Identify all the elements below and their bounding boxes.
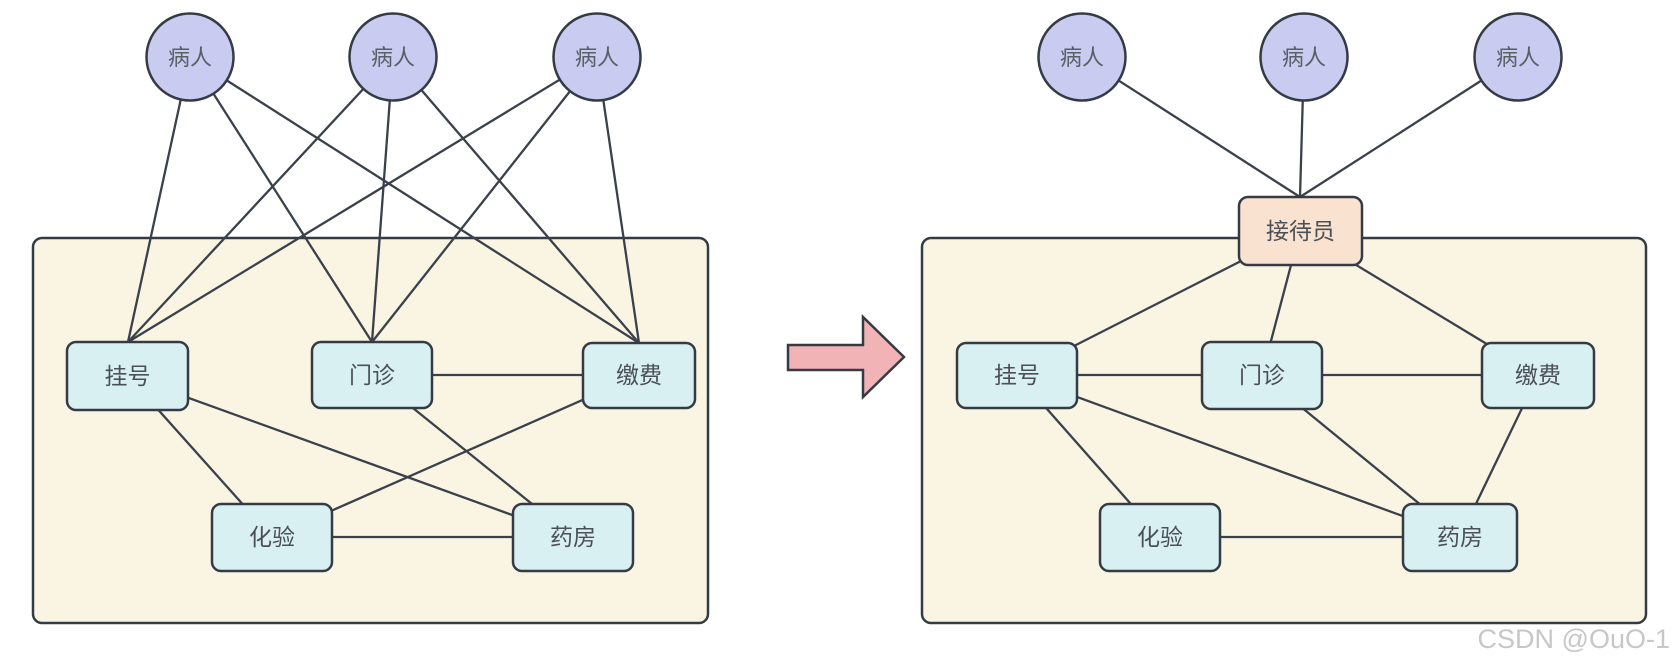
receptionist-box	[1237, 195, 1364, 267]
left-node-outpatient: 门诊	[310, 340, 434, 410]
payment-box	[581, 341, 697, 410]
edge-line	[189, 56, 640, 344]
patient-label: 病人	[168, 46, 212, 71]
edge-line	[189, 56, 373, 343]
pharmacy-box	[1401, 502, 1519, 573]
edge-line	[370, 56, 395, 343]
left-node-registration: 挂号	[65, 340, 190, 412]
patient-circle	[1037, 12, 1127, 102]
patient-label: 病人	[1060, 46, 1104, 71]
edge-line	[371, 56, 598, 343]
edge-line	[271, 373, 640, 539]
receptionist-label: 接待员	[1266, 219, 1335, 245]
left-patient-edges	[126, 56, 641, 344]
patient-circle	[145, 12, 235, 102]
payment-box	[1480, 341, 1596, 410]
lab-label: 化验	[249, 525, 295, 551]
outpatient-label: 门诊	[349, 363, 395, 389]
registration-label: 挂号	[994, 363, 1040, 389]
right-node-receptionist: 接待员	[1237, 195, 1364, 267]
outpatient-label: 门诊	[1239, 363, 1285, 389]
right-node-payment: 缴费	[1480, 341, 1596, 410]
patient-circle	[1473, 12, 1563, 102]
left-patient-3: 病人	[552, 12, 642, 102]
right-node-pharmacy: 药房	[1401, 502, 1519, 573]
edge-line	[127, 56, 598, 343]
edge-line	[127, 56, 394, 343]
patient-label: 病人	[371, 46, 415, 71]
patient-circle	[348, 12, 438, 102]
lab-box	[1098, 502, 1222, 573]
lab-box	[210, 502, 334, 573]
left-node-payment: 缴费	[581, 341, 697, 410]
registration-box	[65, 340, 190, 412]
pharmacy-label: 药房	[550, 525, 596, 551]
outpatient-box	[310, 340, 434, 410]
left-node-pharmacy: 药房	[511, 502, 635, 573]
right-patient-2: 病人	[1259, 12, 1349, 102]
left-patient-1: 病人	[145, 12, 235, 102]
pharmacy-box	[511, 502, 635, 573]
right-node-lab: 化验	[1098, 502, 1222, 573]
registration-label: 挂号	[105, 364, 151, 390]
patient-label: 病人	[1282, 46, 1326, 71]
patient-label: 病人	[575, 46, 619, 71]
edge-line	[127, 374, 574, 539]
payment-label: 缴费	[1515, 363, 1561, 389]
outpatient-box	[1200, 340, 1324, 411]
patient-label: 病人	[1496, 46, 1540, 71]
lab-label: 化验	[1137, 525, 1183, 551]
right-node-registration: 挂号	[955, 341, 1079, 410]
registration-box	[955, 341, 1079, 410]
payment-label: 缴费	[616, 363, 662, 389]
patient-circle	[1259, 12, 1349, 102]
edge-line	[1016, 373, 1461, 539]
watermark: CSDN @OuO-1	[1478, 624, 1670, 654]
pharmacy-label: 药房	[1437, 525, 1483, 551]
right-node-outpatient: 门诊	[1200, 340, 1324, 411]
patient-circle	[552, 12, 642, 102]
edge-line	[595, 56, 641, 344]
transform-arrow-icon	[786, 314, 906, 400]
edge-line	[392, 56, 640, 344]
right-patient-1: 病人	[1037, 12, 1127, 102]
right-patient-3: 病人	[1473, 12, 1563, 102]
left-patient-2: 病人	[348, 12, 438, 102]
edge-line	[126, 56, 192, 343]
left-node-lab: 化验	[210, 502, 334, 573]
